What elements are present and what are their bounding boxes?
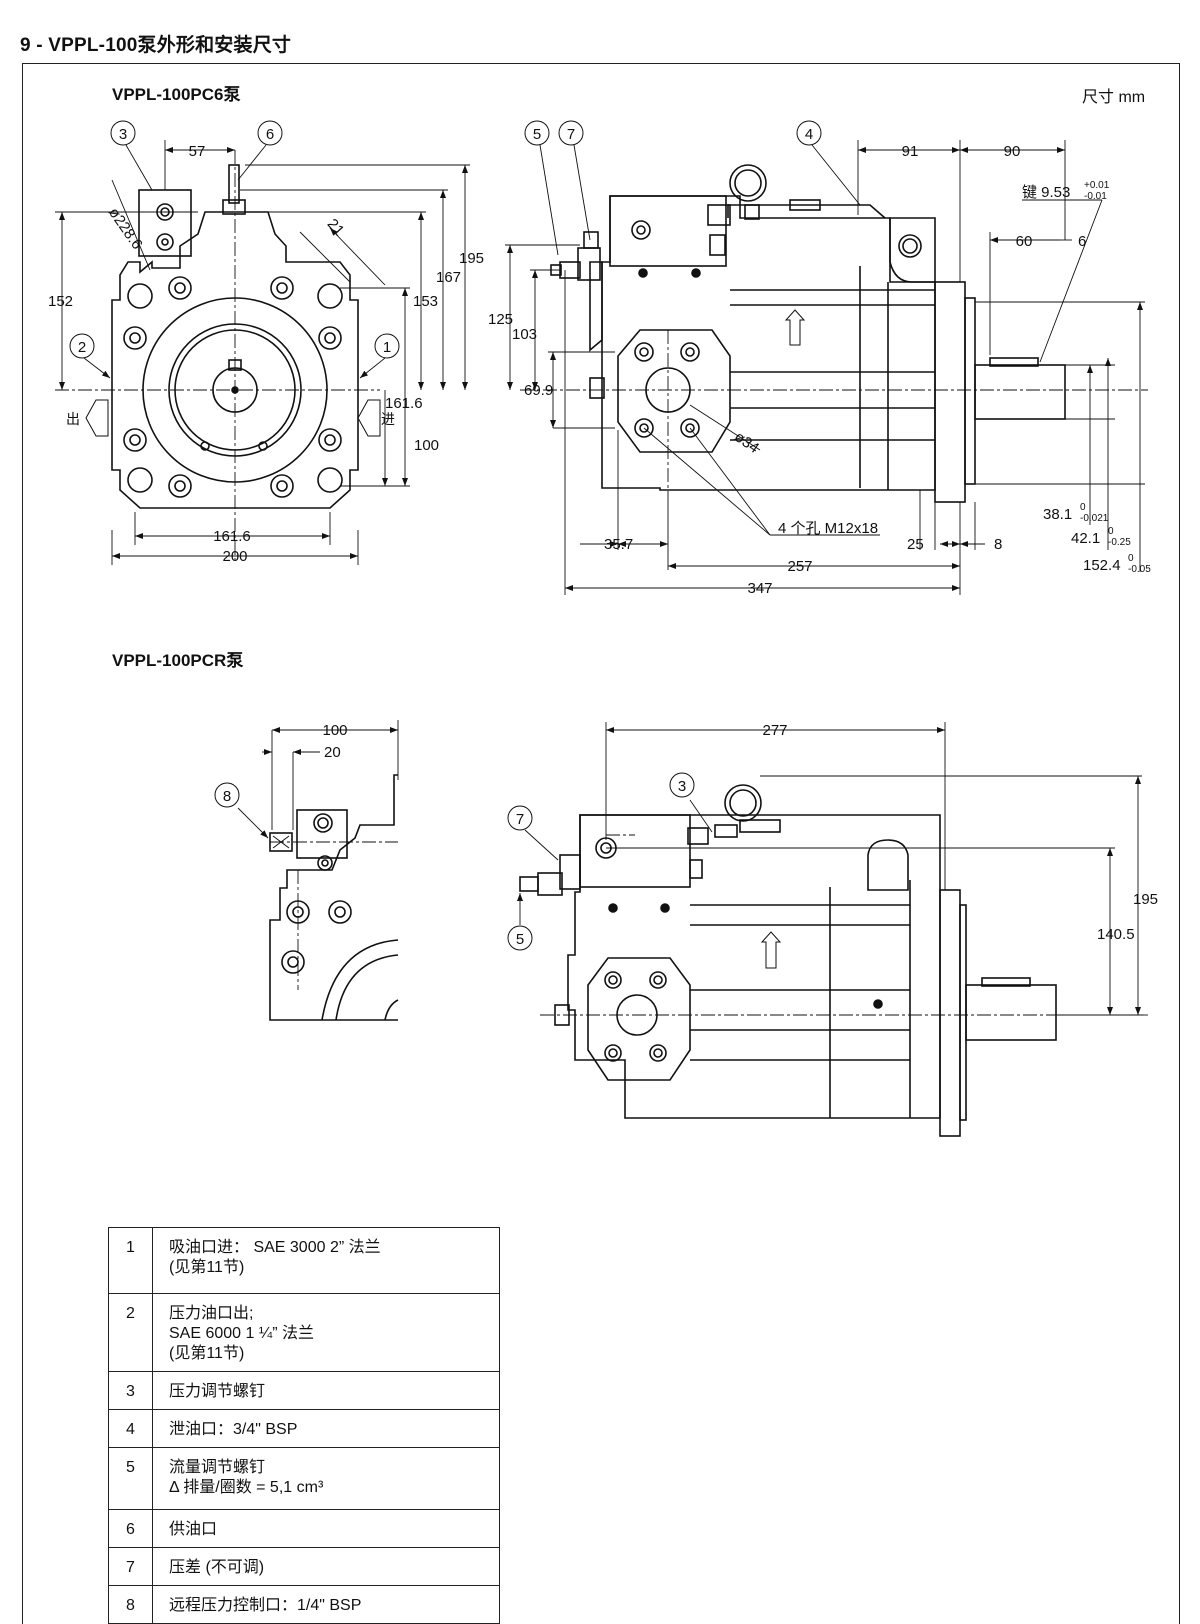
legend-desc: 压差 (不可调) — [152, 1547, 500, 1586]
dim-161-v: 161.6 — [385, 395, 423, 412]
pc6-front-labels: 3 6 2 1 57 ø228.6 21 195 167 152 153 161… — [48, 126, 484, 565]
legend-row: 8 远程压力控制口：1/4" BSP — [108, 1585, 500, 1624]
pcr-front-view — [214, 720, 399, 1021]
dim-pcr-195: 195 — [1133, 891, 1158, 908]
dim-21: 21 — [324, 216, 348, 240]
dim-pcr-100: 100 — [322, 722, 347, 739]
drawing-frame — [22, 63, 1180, 1624]
legend-row: 4 泄油口：3/4" BSP — [108, 1409, 500, 1448]
pc6-side-labels: 5 7 4 91 90 键 9.53 +0.01 -0.01 60 6 125 … — [488, 126, 1151, 597]
technical-drawing: 3 6 2 1 57 ø228.6 21 195 167 152 153 161… — [48, 120, 1158, 1137]
dim-161-h: 161.6 — [213, 528, 251, 545]
callout-2: 2 — [78, 339, 86, 356]
dim-103: 103 — [512, 326, 537, 343]
section-title-pcr: VPPL-100PCR泵 — [112, 651, 244, 670]
callout-3-pcr: 3 — [678, 778, 686, 795]
callout-1: 1 — [383, 339, 391, 356]
legend-num: 3 — [108, 1371, 153, 1410]
legend-desc: 压力油口出; SAE 6000 1 ¼” 法兰 (见第11节) — [152, 1293, 500, 1372]
legend-desc: 远程压力控制口：1/4" BSP — [152, 1585, 500, 1624]
dim-38-up: 0 — [1080, 502, 1086, 513]
dim-167: 167 — [436, 269, 461, 286]
legend-row: 3 压力调节螺钉 — [108, 1371, 500, 1410]
callout-6: 6 — [266, 126, 274, 143]
callout-5: 5 — [533, 126, 541, 143]
legend-row: 6 供油口 — [108, 1509, 500, 1548]
dim-152: 152 — [48, 293, 73, 310]
dim-57: 57 — [189, 143, 206, 160]
section-title-pc6: VPPL-100PC6泵 — [112, 85, 241, 104]
legend-num: 5 — [108, 1447, 153, 1510]
dim-38-1: 38.1 — [1043, 506, 1072, 523]
dim-key-tol-up: +0.01 — [1084, 180, 1110, 191]
legend-num: 7 — [108, 1547, 153, 1586]
legend-num: 2 — [108, 1293, 153, 1372]
dim-pcr-277: 277 — [762, 722, 787, 739]
legend-desc: 供油口 — [152, 1509, 500, 1548]
dim-347: 347 — [747, 580, 772, 597]
pc6-front-view — [55, 120, 470, 565]
dim-152-up: 0 — [1128, 553, 1134, 564]
callout-3: 3 — [119, 126, 127, 143]
legend-num: 6 — [108, 1509, 153, 1548]
dim-6: 6 — [1078, 233, 1086, 250]
legend-num: 1 — [108, 1227, 153, 1294]
dim-60: 60 — [1016, 233, 1033, 250]
dim-pcr-140: 140.5 — [1097, 926, 1135, 943]
callout-4: 4 — [805, 126, 813, 143]
dim-257: 257 — [787, 558, 812, 575]
legend-row: 7 压差 (不可调) — [108, 1547, 500, 1586]
dim-90: 90 — [1004, 143, 1021, 160]
dim-38-dn: -0.021 — [1080, 513, 1109, 524]
dim-42-up: 0 — [1108, 526, 1114, 537]
legend-desc: 流量调节螺钉 Δ 排量/圈数 = 5,1 cm³ — [152, 1447, 500, 1510]
legend-desc: 泄油口：3/4" BSP — [152, 1409, 500, 1448]
callout-8: 8 — [223, 788, 231, 805]
dim-153: 153 — [413, 293, 438, 310]
legend-num: 8 — [108, 1585, 153, 1624]
label-in: 进 — [381, 411, 395, 427]
legend-num: 4 — [108, 1409, 153, 1448]
legend-row: 1 吸油口进： SAE 3000 2” 法兰 (见第11节) — [108, 1227, 500, 1294]
callout-7-pcr: 7 — [516, 811, 524, 828]
dim-34: ø34 — [731, 428, 762, 457]
dim-42-dn: -0.25 — [1108, 537, 1131, 548]
dim-35-7: 35.7 — [604, 536, 633, 553]
label-out: 出 — [66, 411, 80, 427]
legend-table: 1 吸油口进： SAE 3000 2” 法兰 (见第11节) 2 压力油口出; … — [108, 1227, 500, 1624]
dim-8: 8 — [994, 536, 1002, 553]
callout-7: 7 — [567, 126, 575, 143]
page-title: 9 - VPPL-100泵外形和安装尺寸 — [20, 35, 292, 56]
callout-5-pcr: 5 — [516, 931, 524, 948]
dim-100: 100 — [414, 437, 439, 454]
dim-key-tol-dn: -0.01 — [1084, 191, 1107, 202]
pc6-side-view — [505, 120, 1148, 595]
legend-desc: 压力调节螺钉 — [152, 1371, 500, 1410]
dim-125: 125 — [488, 311, 513, 328]
dim-25: 25 — [907, 536, 924, 553]
legend-row: 5 流量调节螺钉 Δ 排量/圈数 = 5,1 cm³ — [108, 1447, 500, 1510]
dim-200: 200 — [222, 548, 247, 565]
unit-label: 尺寸 mm — [1082, 89, 1146, 106]
pcr-side-labels: 3 7 5 277 195 140.5 — [516, 722, 1158, 948]
dim-69-9: 69.9 — [524, 382, 553, 399]
dim-91: 91 — [902, 143, 919, 160]
dim-42-1: 42.1 — [1071, 530, 1100, 547]
dim-152-4: 152.4 — [1083, 557, 1121, 574]
dim-pcr-20: 20 — [324, 744, 341, 761]
legend-row: 2 压力油口出; SAE 6000 1 ¼” 法兰 (见第11节) — [108, 1293, 500, 1372]
legend-desc: 吸油口进： SAE 3000 2” 法兰 (见第11节) — [152, 1227, 500, 1294]
pcr-side-view — [507, 722, 1148, 1137]
dim-195: 195 — [459, 250, 484, 267]
dim-152-dn: -0.05 — [1128, 564, 1151, 575]
dim-holes: 4 个孔 M12x18 — [778, 520, 878, 537]
dim-key: 键 9.53 — [1022, 184, 1070, 201]
pcr-front-labels: 8 100 20 — [223, 722, 348, 805]
